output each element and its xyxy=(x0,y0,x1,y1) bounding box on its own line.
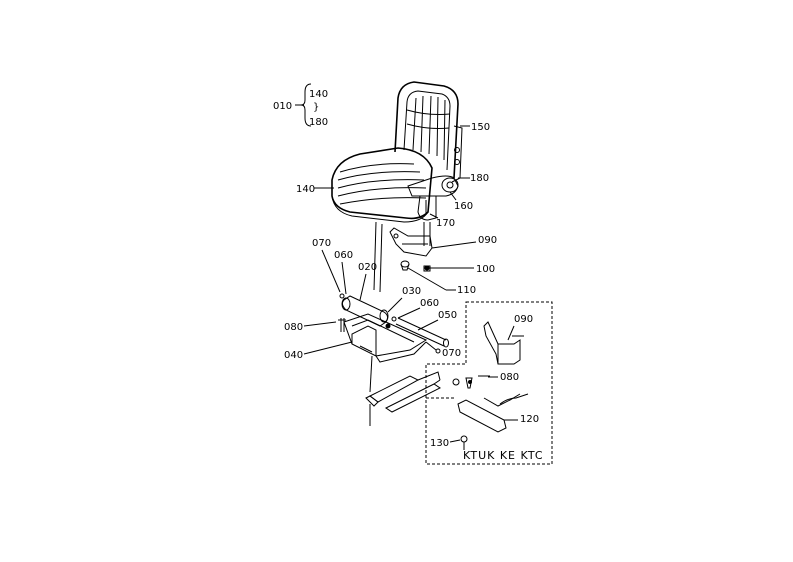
callout-060-left: 060 xyxy=(334,250,353,261)
callout-070-right: 070 xyxy=(442,348,461,359)
callout-110: 110 xyxy=(457,285,476,296)
callout-010: 010 xyxy=(273,101,292,112)
lower-frame-callouts: 070 060 020 030 060 050 080 040 070 xyxy=(284,238,461,361)
callout-090-inset: 090 xyxy=(514,314,533,325)
callout-070-left: 070 xyxy=(312,238,331,249)
callout-180: 180 xyxy=(470,173,489,184)
lower-frame-group xyxy=(338,293,449,426)
callout-100: 100 xyxy=(476,264,495,275)
base-rails xyxy=(365,371,441,413)
brace-icon xyxy=(300,83,312,127)
inset-variant-label: KTUK KE KTC xyxy=(463,449,544,462)
seat-assembly xyxy=(331,81,470,293)
brace-mid-icon: } xyxy=(313,102,319,113)
callout-020: 020 xyxy=(358,262,377,273)
callout-150: 150 xyxy=(471,122,490,133)
callout-130: 130 xyxy=(430,438,449,449)
callout-160: 160 xyxy=(454,201,473,212)
callout-170: 170 xyxy=(436,218,455,229)
callout-050: 050 xyxy=(438,310,457,321)
callout-090: 090 xyxy=(478,235,497,246)
callout-030: 030 xyxy=(402,286,421,297)
callout-brace-140: 140 xyxy=(309,89,328,100)
seat-callouts: 150 140 180 160 170 xyxy=(296,122,490,229)
callout-140: 140 xyxy=(296,184,315,195)
callout-120: 120 xyxy=(520,414,539,425)
callout-080-left: 080 xyxy=(284,322,303,333)
assembly-reference: 010 140 } 180 xyxy=(273,83,328,128)
upper-bracket-group: 090 100 110 xyxy=(389,227,497,296)
callout-080-inset: 080 xyxy=(500,372,519,383)
callout-040: 040 xyxy=(284,350,303,361)
inset-variant: 090 080 120 130 KTUK KE KTC xyxy=(425,301,553,465)
callout-brace-180: 180 xyxy=(309,117,328,128)
inset-border xyxy=(425,301,553,465)
callout-060-mid: 060 xyxy=(420,298,439,309)
